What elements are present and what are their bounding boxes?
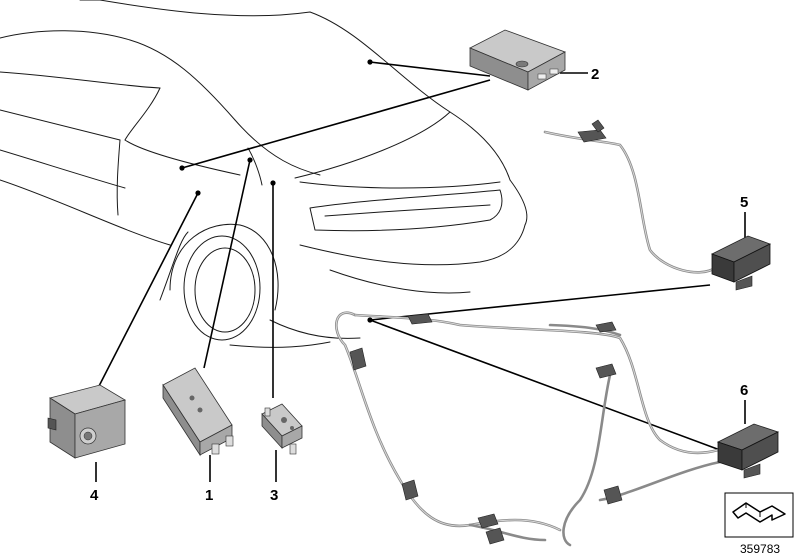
callout-2: 2 <box>591 66 599 83</box>
orientation-arrow-icon <box>732 502 786 523</box>
leader-dot <box>195 190 201 196</box>
callout-labels: 1 2 3 4 5 6 <box>90 66 748 504</box>
part-1-antenna-module <box>162 367 234 457</box>
car-outline <box>0 0 528 348</box>
callout-3: 3 <box>270 487 278 504</box>
callout-4: 4 <box>90 487 99 504</box>
part-4-antenna-module <box>47 384 127 459</box>
callout-5: 5 <box>740 194 748 211</box>
diagram-number: 359783 <box>740 542 780 556</box>
leader-dot <box>367 317 373 323</box>
leader-dot <box>367 59 373 65</box>
callout-6: 6 <box>740 382 748 399</box>
diagram-id-box: 359783 <box>724 492 794 556</box>
callout-1: 1 <box>205 487 213 504</box>
leader-lines <box>95 59 746 482</box>
part-2-antenna-module <box>469 29 566 91</box>
leader-dot <box>270 180 276 186</box>
part-5-antenna-amplifier-with-cable <box>543 119 772 291</box>
part-6-antenna-amplifier-with-harness <box>335 311 780 547</box>
leader-dot <box>179 165 185 171</box>
part-3-antenna-module <box>261 403 303 455</box>
leader-dot <box>247 157 253 163</box>
